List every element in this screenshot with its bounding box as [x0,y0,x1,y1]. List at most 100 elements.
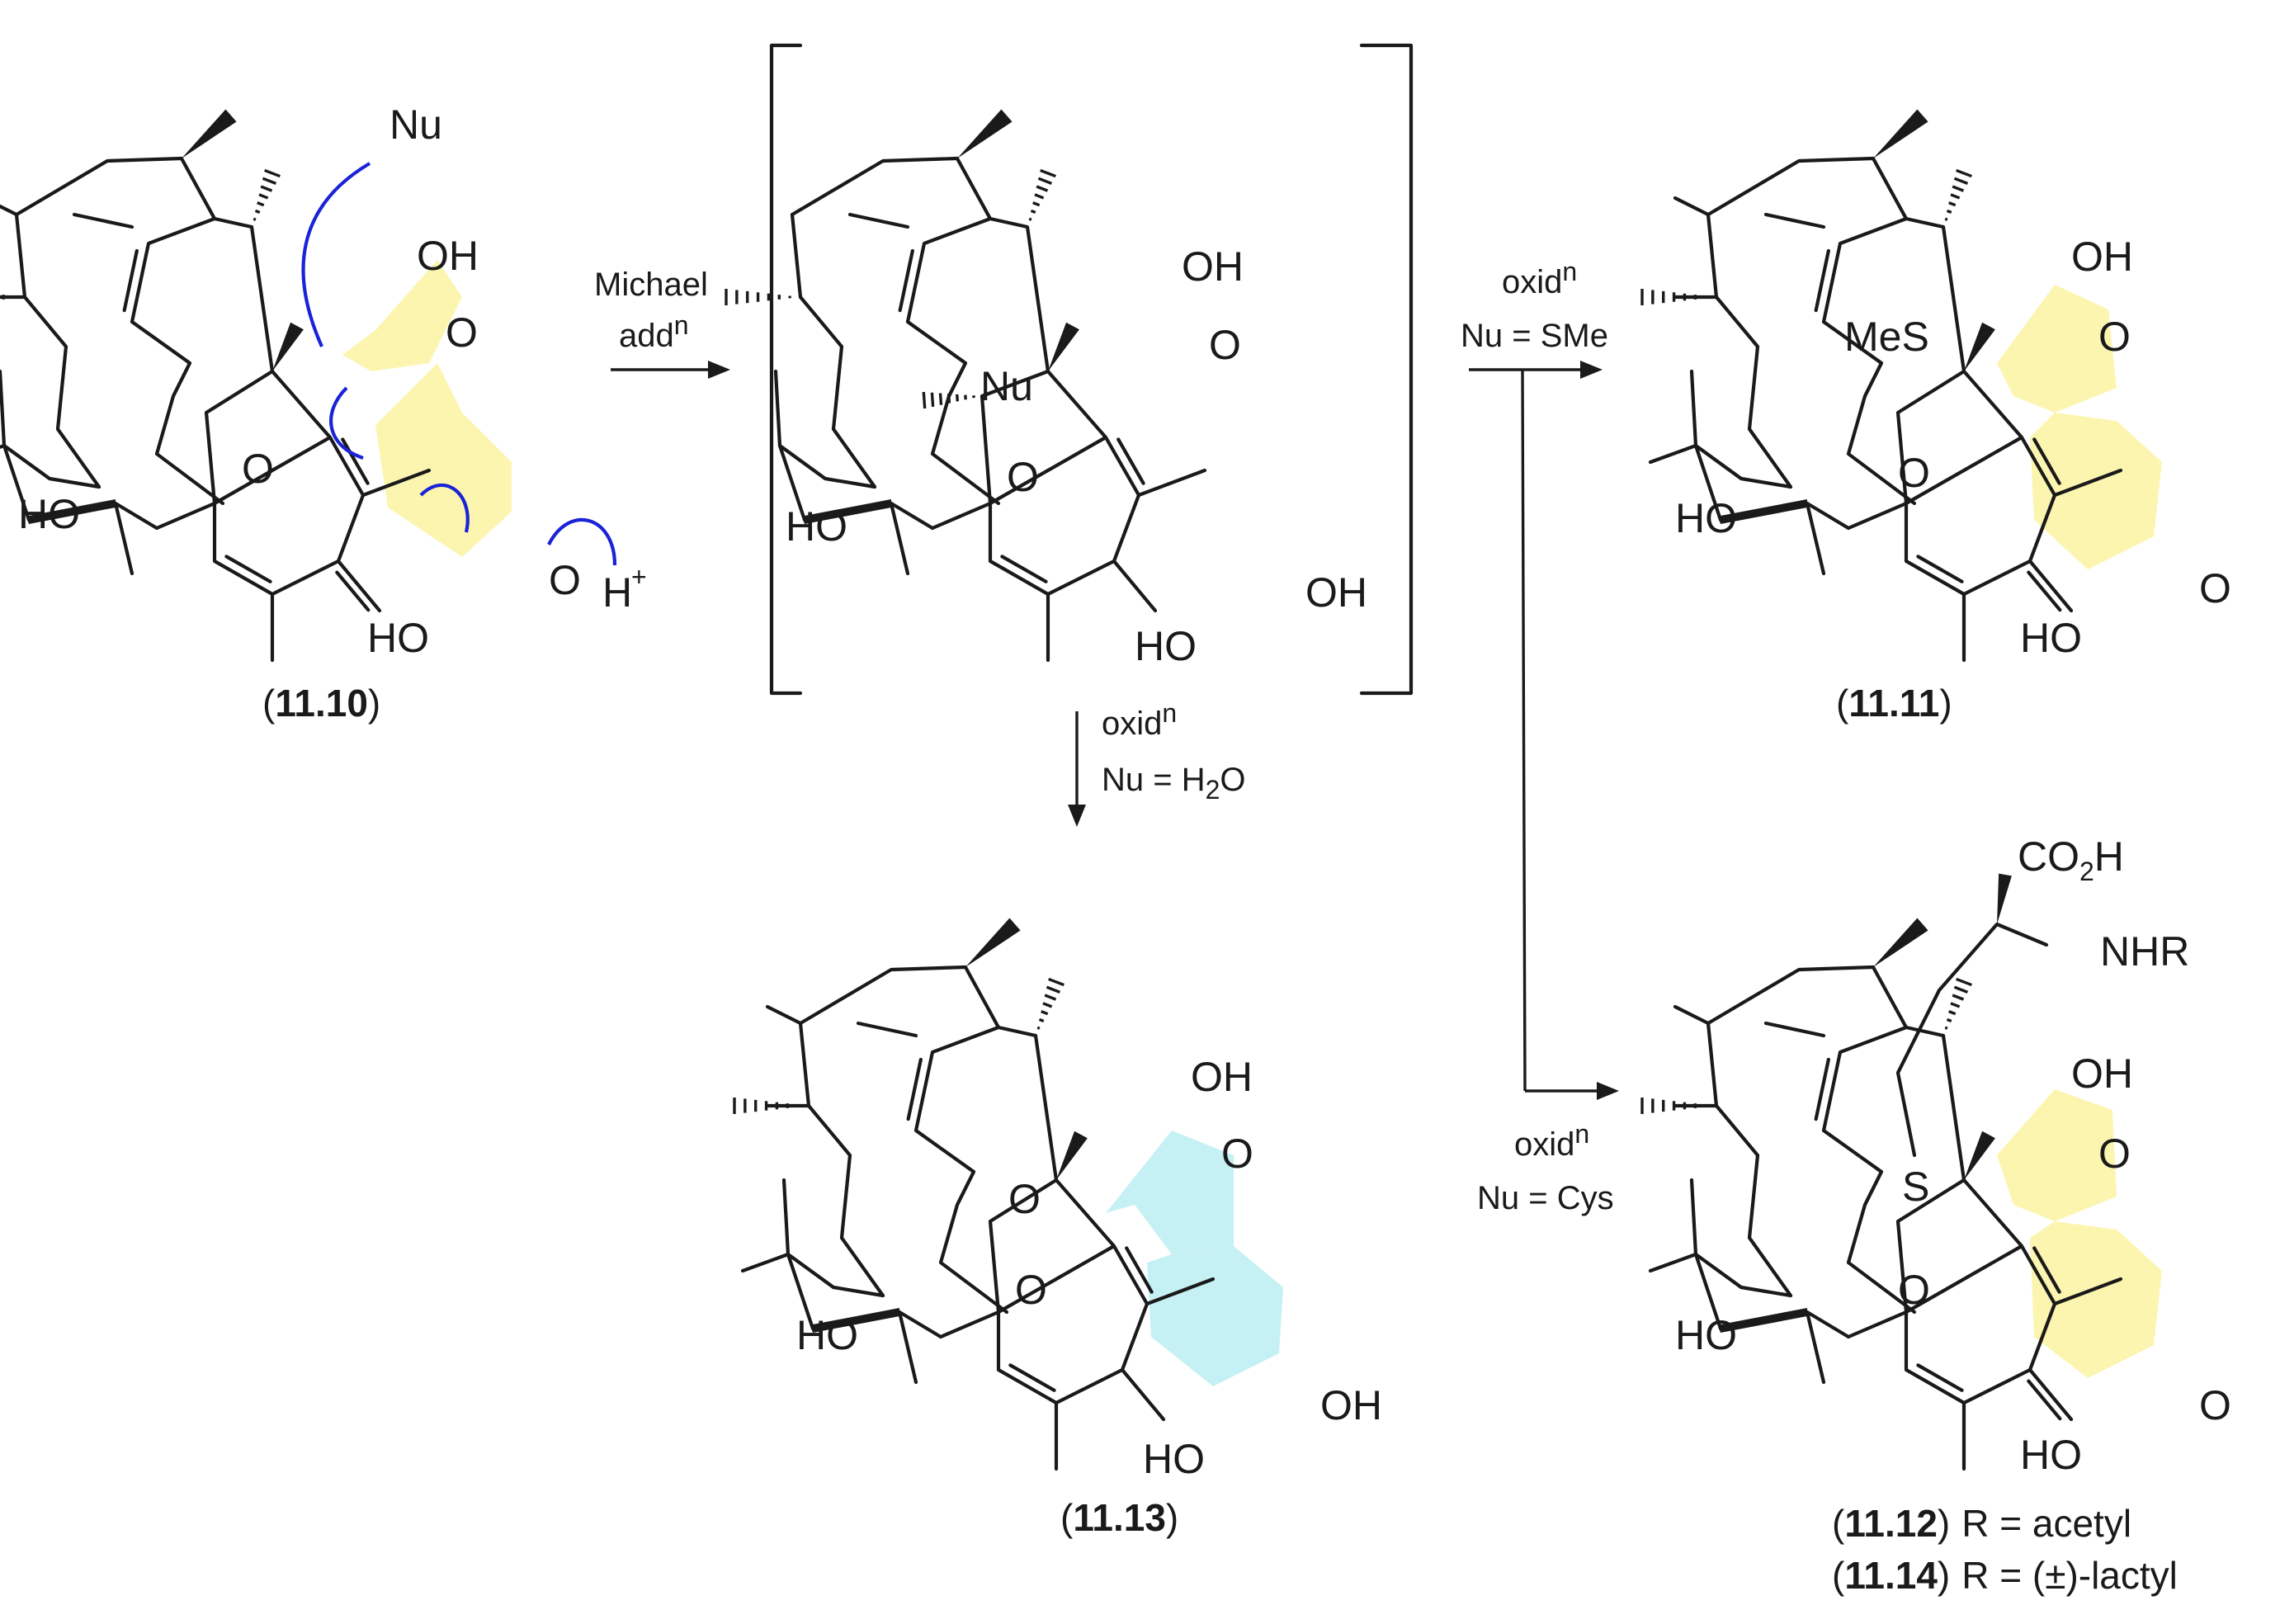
molecule-11-13-structure [733,918,1216,1471]
curly-arrow-nu-attack [301,162,371,347]
double-bond-line [1814,1057,1830,1121]
oxid-cys-line1: oxidn [1514,1119,1589,1163]
macrocycle-chain [1714,295,1793,489]
cysteine-chain [1895,922,2049,1158]
furan-ring [1941,1033,1966,1183]
atom-labels: Nu OH O O HO O H + HO OH O Nu O HO OH HO… [18,102,2231,1482]
atom-s: S [1902,1164,1929,1210]
michael-line2: addn [619,310,689,354]
methyl [1805,501,1826,576]
atom-oh: OH [2071,1050,2133,1097]
curly-arrow-enol [419,483,470,533]
atom-o-quinone: O [549,557,581,603]
hash-bond-line [1041,1010,1049,1016]
methyl [2052,1277,2123,1306]
double-bond-line [224,555,272,583]
hash-bond-line [262,177,277,185]
macrocycle-chain [1714,1103,1793,1298]
atom-nhr: NHR [2100,928,2189,975]
atom-o-furan: O [1221,1131,1253,1177]
hash-bond-line [1948,201,1957,207]
hash-bond-line [1944,217,1948,221]
quinol-highlight [1106,1131,1234,1254]
molecule-11-12-structure [1640,918,2123,1471]
carbonyl-bond [2027,1367,2074,1422]
atom-ho: HO [1135,623,1197,669]
macrocycle-chain [765,1021,811,1108]
molecule-11-13 [1106,1131,1283,1386]
atom-proton-charge: + [631,562,647,592]
oxid-water-line1: oxidn [1102,698,1177,742]
macrocycle-chain [806,1103,885,1298]
wedge-bond [957,109,1013,158]
atom-o-pyran: O [1015,1267,1047,1313]
atom-oh: OH [1182,243,1244,290]
methyl [1673,196,1711,217]
hash-bond-line [946,394,951,404]
oxid-cys-line2: Nu = Cys [1477,1180,1614,1216]
chain [996,1025,1038,1038]
methyl [1136,468,1207,498]
methyl [361,468,432,498]
oxid-water-line2: Nu = H2O [1102,762,1246,805]
macrocycle-chain [1821,965,1917,1315]
atom-o-quinone: O [2199,1382,2231,1428]
macrocycle-chain [905,156,1001,506]
hydroxyl-bond [1648,443,1698,465]
hash-bond-line [1953,177,1969,185]
hash-bond-line [1046,985,1061,994]
arrowhead [1068,805,1086,827]
double-bond-line [2027,1379,2062,1421]
conditions: Michael addn oxidn Nu = H2O oxidn Nu = S… [594,257,1614,1216]
furan-ring [249,224,275,374]
aromatic-core [1846,1244,2057,1405]
hash-bond-line [1042,1002,1053,1008]
hash-bond-line [264,168,281,178]
curly-arrow-alkene-shift [328,386,364,460]
quinone-ring-highlight [2030,1221,2162,1378]
hash-bond-line [1946,1017,1952,1023]
hash-bond-line [1038,1017,1045,1023]
furan-ring [980,369,1108,506]
chain [1904,1025,1946,1038]
atom-proton: H [602,569,632,616]
hydroxyl-bond [1112,559,1158,613]
furan-ring [1895,369,2024,506]
atom-ho: HO [18,491,80,537]
wedge-bond [1048,322,1079,371]
atom-oh: OH [1305,569,1367,616]
label-11-13: (11.13) [1060,1496,1178,1539]
methyl [1145,1277,1216,1306]
quinone-highlight [1997,285,2117,413]
hash-bond-line [260,185,273,192]
atom-co2h: CO2H [2018,833,2124,886]
hydroxyl-bond [740,1252,791,1273]
atom-o-furan: O [1209,322,1241,368]
molecule-11-12 [1997,1089,2162,1378]
atom-o-pyran: O [242,446,274,492]
wedge-bond [1873,109,1928,158]
michael-line1: Michael [594,267,708,303]
furan-ring [204,369,333,506]
hash-bond-line [258,193,269,200]
double-bond-line [1116,437,1145,485]
hash-bond-line [1950,1002,1961,1008]
hash-bond-line [1030,209,1036,215]
double-bond-line [2032,437,2061,485]
hydroxyl-bond [1648,1252,1698,1273]
double-bond-line [906,1057,923,1121]
hash-bond-line [922,391,927,409]
atom-ho: HO [1143,1436,1205,1482]
double-bond-line [341,437,370,485]
double-bond-line [2032,1246,2061,1294]
hash-bond-line [1048,977,1064,987]
label-11-14: (11.14)R = (±)-lactyl [1832,1554,2178,1597]
macrocycle-chain [1673,212,1719,300]
atom-ho: HO [2020,1432,2082,1478]
furan-ring [988,1178,1116,1315]
atom-ho: HO [1675,495,1737,541]
hash-bond-line [257,201,265,207]
hash-bond-line [1950,193,1961,200]
wedge-bond [1997,873,2012,924]
